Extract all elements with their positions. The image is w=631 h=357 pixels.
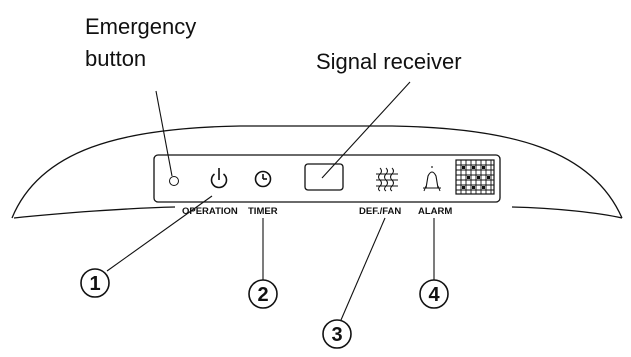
number-2: 2 xyxy=(257,284,268,306)
signal-receiver-window xyxy=(304,163,344,191)
emergency-callout-line1: Emergency xyxy=(85,14,196,39)
emergency-button[interactable] xyxy=(169,176,179,186)
defrost-fan-icon xyxy=(376,167,398,192)
leader-signal-receiver xyxy=(321,81,411,179)
power-icon[interactable] xyxy=(210,168,228,189)
leader-3 xyxy=(340,217,386,321)
number-4: 4 xyxy=(428,284,440,306)
label-alarm: ALARM xyxy=(418,206,452,217)
leader-emergency xyxy=(155,90,173,177)
number-1: 1 xyxy=(89,273,100,295)
leader-lines xyxy=(106,81,435,321)
timer-icon[interactable] xyxy=(254,170,272,188)
number-marker-4: 4 xyxy=(419,279,449,309)
signal-receiver-callout: Signal receiver xyxy=(316,49,462,74)
number-marker-3: 3 xyxy=(322,319,352,349)
unit-housing xyxy=(11,125,623,219)
emergency-callout-line2: button xyxy=(85,46,146,71)
label-def-fan: DEF./FAN xyxy=(359,206,401,217)
label-operation: OPERATION xyxy=(182,206,238,217)
number-marker-2: 2 xyxy=(248,279,278,309)
number-marker-1: 1 xyxy=(80,268,110,298)
leader-1 xyxy=(106,195,213,272)
label-timer: TIMER xyxy=(248,206,278,217)
display-grid xyxy=(455,159,495,195)
alarm-icon xyxy=(423,166,441,192)
number-3: 3 xyxy=(331,324,342,346)
